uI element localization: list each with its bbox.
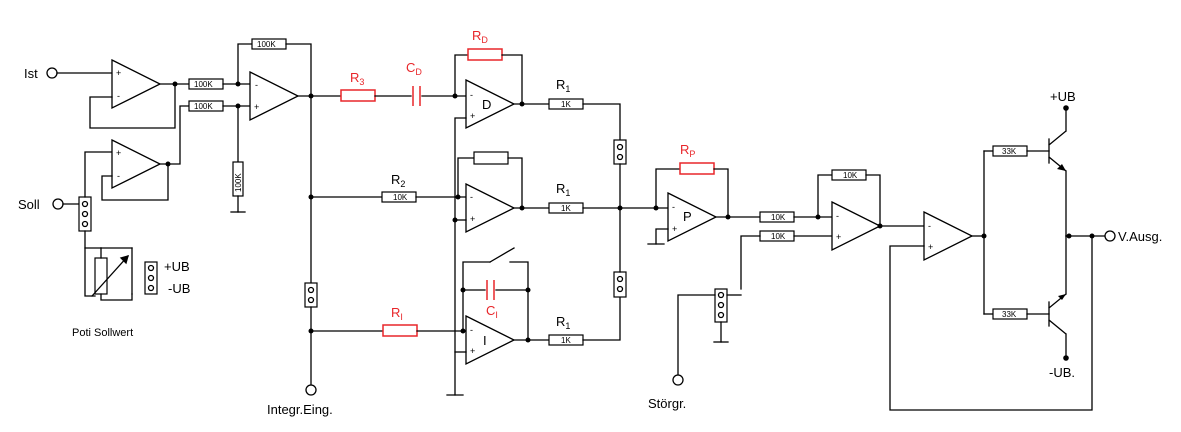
resistor-ri: [382, 324, 418, 337]
ist-label: Ist: [24, 66, 38, 81]
driver-opamp: [923, 210, 974, 262]
svg-text:-UB: -UB: [168, 281, 190, 296]
rp-label: RP: [680, 142, 695, 159]
resistor-rp: [679, 162, 715, 175]
resistor-p-feedback: [473, 151, 509, 165]
pnp-transistor: [1048, 235, 1067, 358]
resistor-rd: [467, 48, 503, 61]
svg-text:+: +: [254, 102, 259, 112]
ri-label: RI: [391, 305, 403, 322]
svg-text:-: -: [117, 171, 120, 181]
r1-i-label: R1: [556, 314, 570, 331]
r1-d-label: R1: [556, 77, 570, 94]
svg-text:+UB: +UB: [164, 259, 190, 274]
svg-text:-: -: [470, 90, 473, 100]
buffer-opamp-ist: [111, 58, 162, 110]
svg-text:100K: 100K: [257, 40, 276, 49]
svg-text:-: -: [470, 192, 473, 202]
integr-eing-label: Integr.Eing.: [267, 402, 333, 417]
cd-label: CD: [406, 60, 422, 77]
svg-text:100K: 100K: [194, 80, 213, 89]
svg-text:100K: 100K: [234, 173, 243, 192]
svg-text:1K: 1K: [561, 336, 571, 345]
ci-label: CI: [486, 303, 498, 320]
npn-transistor: [1048, 108, 1067, 237]
svg-text:33K: 33K: [1002, 310, 1017, 319]
svg-text:33K: 33K: [1002, 147, 1017, 156]
p-inner-opamp: [465, 182, 516, 234]
ist-terminal[interactable]: [46, 67, 58, 79]
sum-opamp: [831, 200, 882, 252]
svg-text:D: D: [482, 97, 491, 112]
svg-text:+: +: [836, 232, 841, 242]
soll-label: Soll: [18, 197, 40, 212]
svg-text:I: I: [483, 333, 487, 348]
svg-text:10K: 10K: [393, 193, 408, 202]
svg-text:-: -: [470, 325, 473, 335]
integr-eing-terminal[interactable]: [305, 384, 317, 396]
svg-text:+: +: [672, 224, 677, 234]
svg-text:-: -: [928, 221, 931, 231]
svg-text:+: +: [928, 242, 933, 252]
svg-text:10K: 10K: [771, 213, 786, 222]
v-ausg-terminal[interactable]: [1104, 230, 1116, 242]
minus-ub-label: -UB.: [1049, 365, 1075, 380]
svg-text:-: -: [672, 202, 675, 212]
svg-text:+: +: [470, 214, 475, 224]
svg-text:1K: 1K: [561, 204, 571, 213]
svg-text:-: -: [255, 80, 258, 90]
svg-text:-: -: [117, 91, 120, 101]
svg-text:+: +: [470, 346, 475, 356]
soll-terminal[interactable]: [52, 198, 64, 210]
jumper-d[interactable]: [613, 139, 627, 165]
svg-text:+: +: [116, 68, 121, 78]
svg-text:+: +: [470, 111, 475, 121]
integr-jumper[interactable]: [304, 282, 318, 308]
resistor-r3: [340, 89, 376, 102]
r1-p-label: R1: [556, 181, 570, 198]
jumper-i[interactable]: [613, 271, 627, 298]
svg-text:10K: 10K: [843, 171, 858, 180]
buffer-opamp-soll: [111, 138, 162, 190]
r3-label: R3: [350, 70, 364, 87]
svg-text:+: +: [116, 148, 121, 158]
poti-sollwert[interactable]: [94, 257, 108, 295]
rd-label: RD: [472, 28, 488, 45]
v-ausg-label: V.Ausg.: [1118, 229, 1162, 244]
poti-sollwert-label: Poti Sollwert: [72, 327, 133, 339]
svg-text:P: P: [683, 209, 692, 224]
svg-text:10K: 10K: [771, 232, 786, 241]
svg-text:-: -: [836, 211, 839, 221]
capacitor-ci: [486, 280, 495, 300]
svg-text:100K: 100K: [194, 102, 213, 111]
i-opamp: [465, 314, 516, 366]
d-opamp: [465, 78, 516, 130]
p-opamp: [667, 191, 718, 243]
capacitor-cd: [412, 86, 421, 106]
stoergr-label: Störgr.: [648, 396, 686, 411]
plus-ub-label: +UB: [1050, 89, 1076, 104]
svg-text:1K: 1K: [561, 100, 571, 109]
r2-label: R2: [391, 172, 405, 189]
stoergr-terminal[interactable]: [672, 374, 684, 386]
difference-opamp: [249, 70, 300, 122]
